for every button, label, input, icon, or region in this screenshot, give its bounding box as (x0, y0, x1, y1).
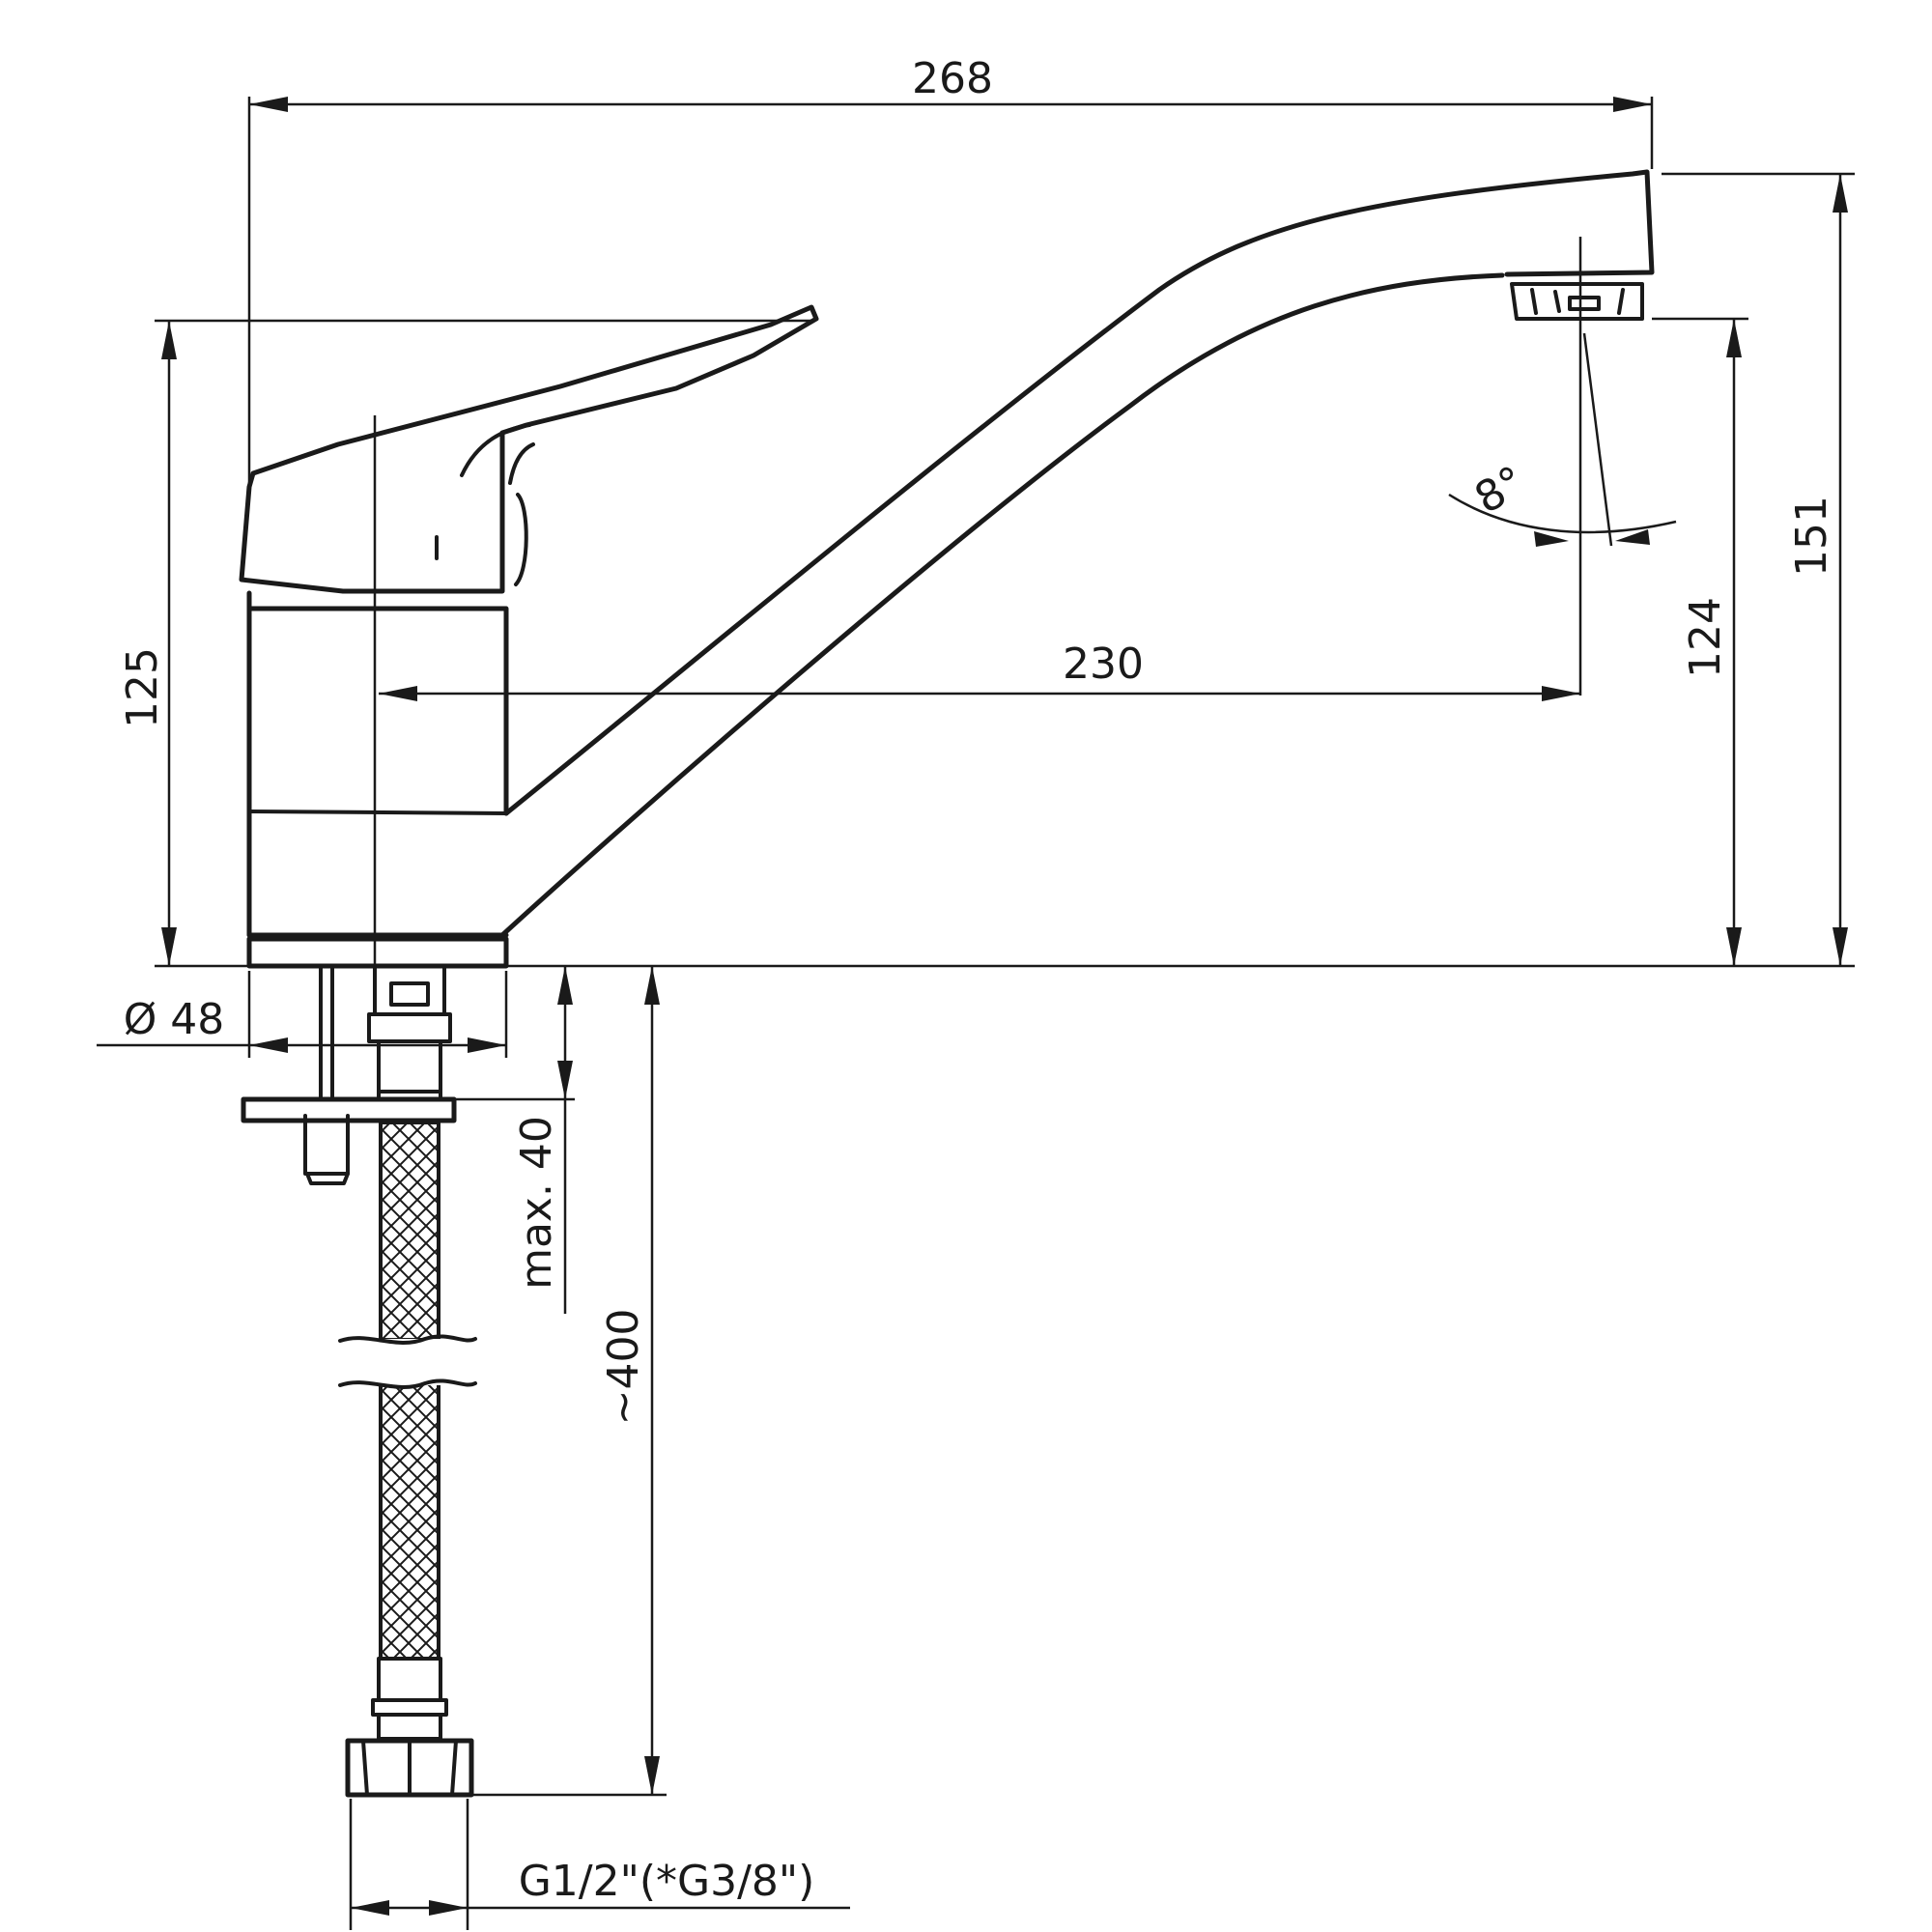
dim-label-outlet-height: 124 (1681, 597, 1730, 678)
dim-hose-length: ~400 (471, 966, 667, 1797)
dim-label-max-counter-thickness: max. 40 (512, 1116, 561, 1290)
mounting-stud (303, 966, 350, 1185)
faucet-body (246, 590, 509, 969)
lever-handle (239, 304, 819, 594)
dim-spout-height: 151 (1662, 172, 1855, 966)
dim-label-spout-height: 151 (1787, 496, 1836, 577)
dim-label-spray-angle: 8° (1466, 457, 1533, 524)
spout (499, 169, 1655, 938)
dim-label-connection-thread: G1/2"(*G3/8") (519, 1857, 815, 1906)
hose-nut (345, 1657, 474, 1798)
dim-label-base-diameter: Ø 48 (124, 995, 225, 1044)
braided-hose (338, 1121, 477, 1661)
dim-connection-thread: G1/2"(*G3/8") (349, 1799, 850, 1930)
dim-spray-angle: 8° (1448, 457, 1677, 547)
dim-max-counter-thickness: max. 40 (454, 966, 575, 1314)
reference-lines (155, 237, 1855, 968)
hose-connector (367, 966, 452, 1101)
mounting-plate (241, 1096, 457, 1123)
dim-label-body-height: 125 (118, 647, 167, 728)
faucet-outline (239, 169, 1655, 1798)
dim-body-height: 125 (118, 319, 811, 966)
dim-outlet-height: 124 (1652, 317, 1748, 966)
spray-tilt-line (1582, 332, 1613, 547)
dim-label-hose-length: ~400 (599, 1309, 648, 1426)
dim-label-overall-length: 268 (912, 54, 993, 103)
dim-label-spout-reach: 230 (1063, 639, 1144, 689)
dim-spout-reach: 230 (379, 639, 1580, 701)
dim-base-diameter: Ø 48 (97, 971, 508, 1058)
dim-overall-length: 268 (247, 54, 1654, 483)
